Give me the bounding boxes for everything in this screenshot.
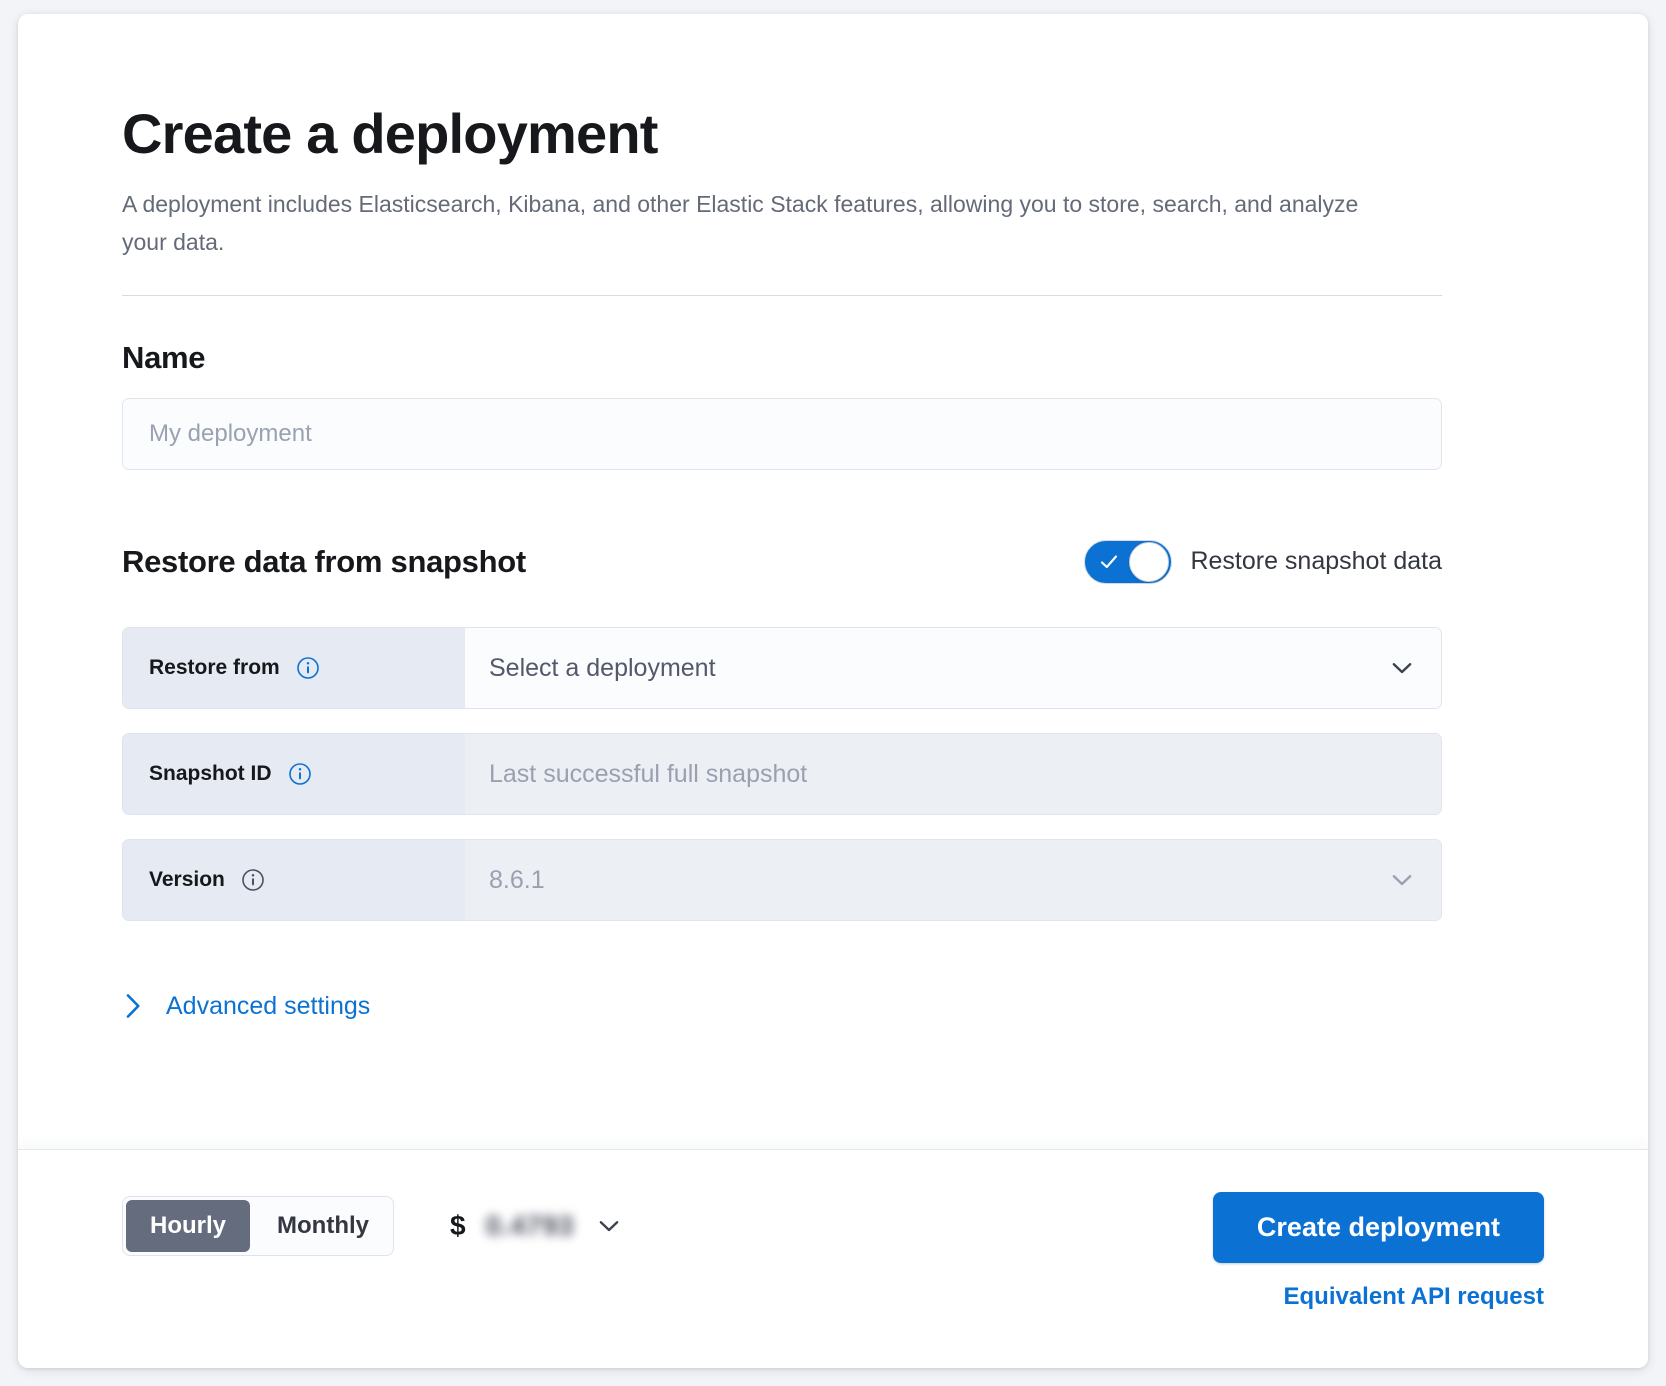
snapshot-id-label: Snapshot ID — [149, 762, 272, 786]
restore-snapshot-toggle-group[interactable]: Restore snapshot data — [1084, 539, 1442, 584]
chevron-down-icon[interactable] — [1387, 653, 1417, 683]
footer-bar: Hourly Monthly $ 0.4793 Create deploymen… — [18, 1149, 1648, 1368]
name-section-heading: Name — [122, 339, 206, 375]
version-label: Version — [149, 868, 225, 892]
info-icon[interactable] — [296, 656, 320, 680]
snapshot-section-header: Restore data from snapshot Restore snaps… — [122, 518, 1442, 605]
snapshot-section-heading: Restore data from snapshot — [122, 543, 526, 579]
footer-left-group: Hourly Monthly $ 0.4793 — [122, 1196, 624, 1256]
version-value: 8.6.1 — [489, 865, 545, 894]
create-deployment-card: Create a deployment A deployment include… — [18, 14, 1648, 1368]
version-label-cell: Version — [123, 840, 465, 921]
footer-right-group: Create deployment Equivalent API request — [1212, 1192, 1544, 1311]
price-amount: 0.4793 — [485, 1210, 575, 1241]
chevron-down-icon[interactable] — [594, 1211, 624, 1241]
version-field: 8.6.1 — [465, 840, 1441, 921]
deployment-name-input[interactable]: My deployment — [122, 397, 1442, 470]
restore-snapshot-toggle-label: Restore snapshot data — [1190, 547, 1442, 576]
billing-monthly-button[interactable]: Monthly — [277, 1212, 369, 1239]
billing-period-segmented-control[interactable]: Hourly Monthly — [122, 1196, 394, 1256]
price-currency: $ — [450, 1210, 466, 1241]
billing-hourly-button[interactable]: Hourly — [126, 1200, 251, 1252]
snapshot-id-value: Last successful full snapshot — [489, 759, 808, 788]
info-icon[interactable] — [241, 868, 265, 892]
toggle-knob — [1129, 541, 1170, 582]
info-icon[interactable] — [288, 762, 312, 786]
restore-from-label-cell: Restore from — [123, 628, 465, 709]
restore-from-row[interactable]: Restore from Select a deployment — [122, 627, 1442, 710]
advanced-settings-label: Advanced settings — [166, 991, 371, 1020]
advanced-settings-link[interactable]: Advanced settings — [122, 991, 370, 1021]
footer-inner: Hourly Monthly $ 0.4793 Create deploymen… — [18, 1150, 1648, 1368]
snapshot-id-label-cell: Snapshot ID — [123, 734, 465, 815]
snapshot-id-row: Snapshot ID Last successful full snapsho… — [122, 733, 1442, 816]
price-display[interactable]: $ 0.4793 — [450, 1210, 624, 1242]
restore-from-label: Restore from — [149, 656, 280, 680]
create-deployment-button[interactable]: Create deployment — [1212, 1192, 1544, 1263]
restore-snapshot-toggle[interactable] — [1084, 539, 1173, 584]
page-title: Create a deployment — [122, 102, 658, 165]
restore-from-field[interactable]: Select a deployment — [465, 628, 1441, 709]
snapshot-id-field: Last successful full snapshot — [465, 734, 1441, 815]
chevron-right-icon — [126, 994, 140, 1019]
header-divider — [122, 294, 1442, 296]
card-body: Create a deployment A deployment include… — [18, 14, 1648, 1149]
page-description: A deployment includes Elasticsearch, Kib… — [122, 191, 1359, 255]
deployment-name-placeholder: My deployment — [149, 419, 312, 447]
check-icon — [1101, 555, 1118, 568]
restore-from-value: Select a deployment — [489, 653, 716, 682]
chevron-down-icon — [1392, 875, 1412, 886]
equivalent-api-request-link[interactable]: Equivalent API request — [1283, 1283, 1544, 1310]
version-row: Version 8.6.1 — [122, 839, 1442, 922]
content-column: Create a deployment A deployment include… — [122, 102, 1442, 1021]
